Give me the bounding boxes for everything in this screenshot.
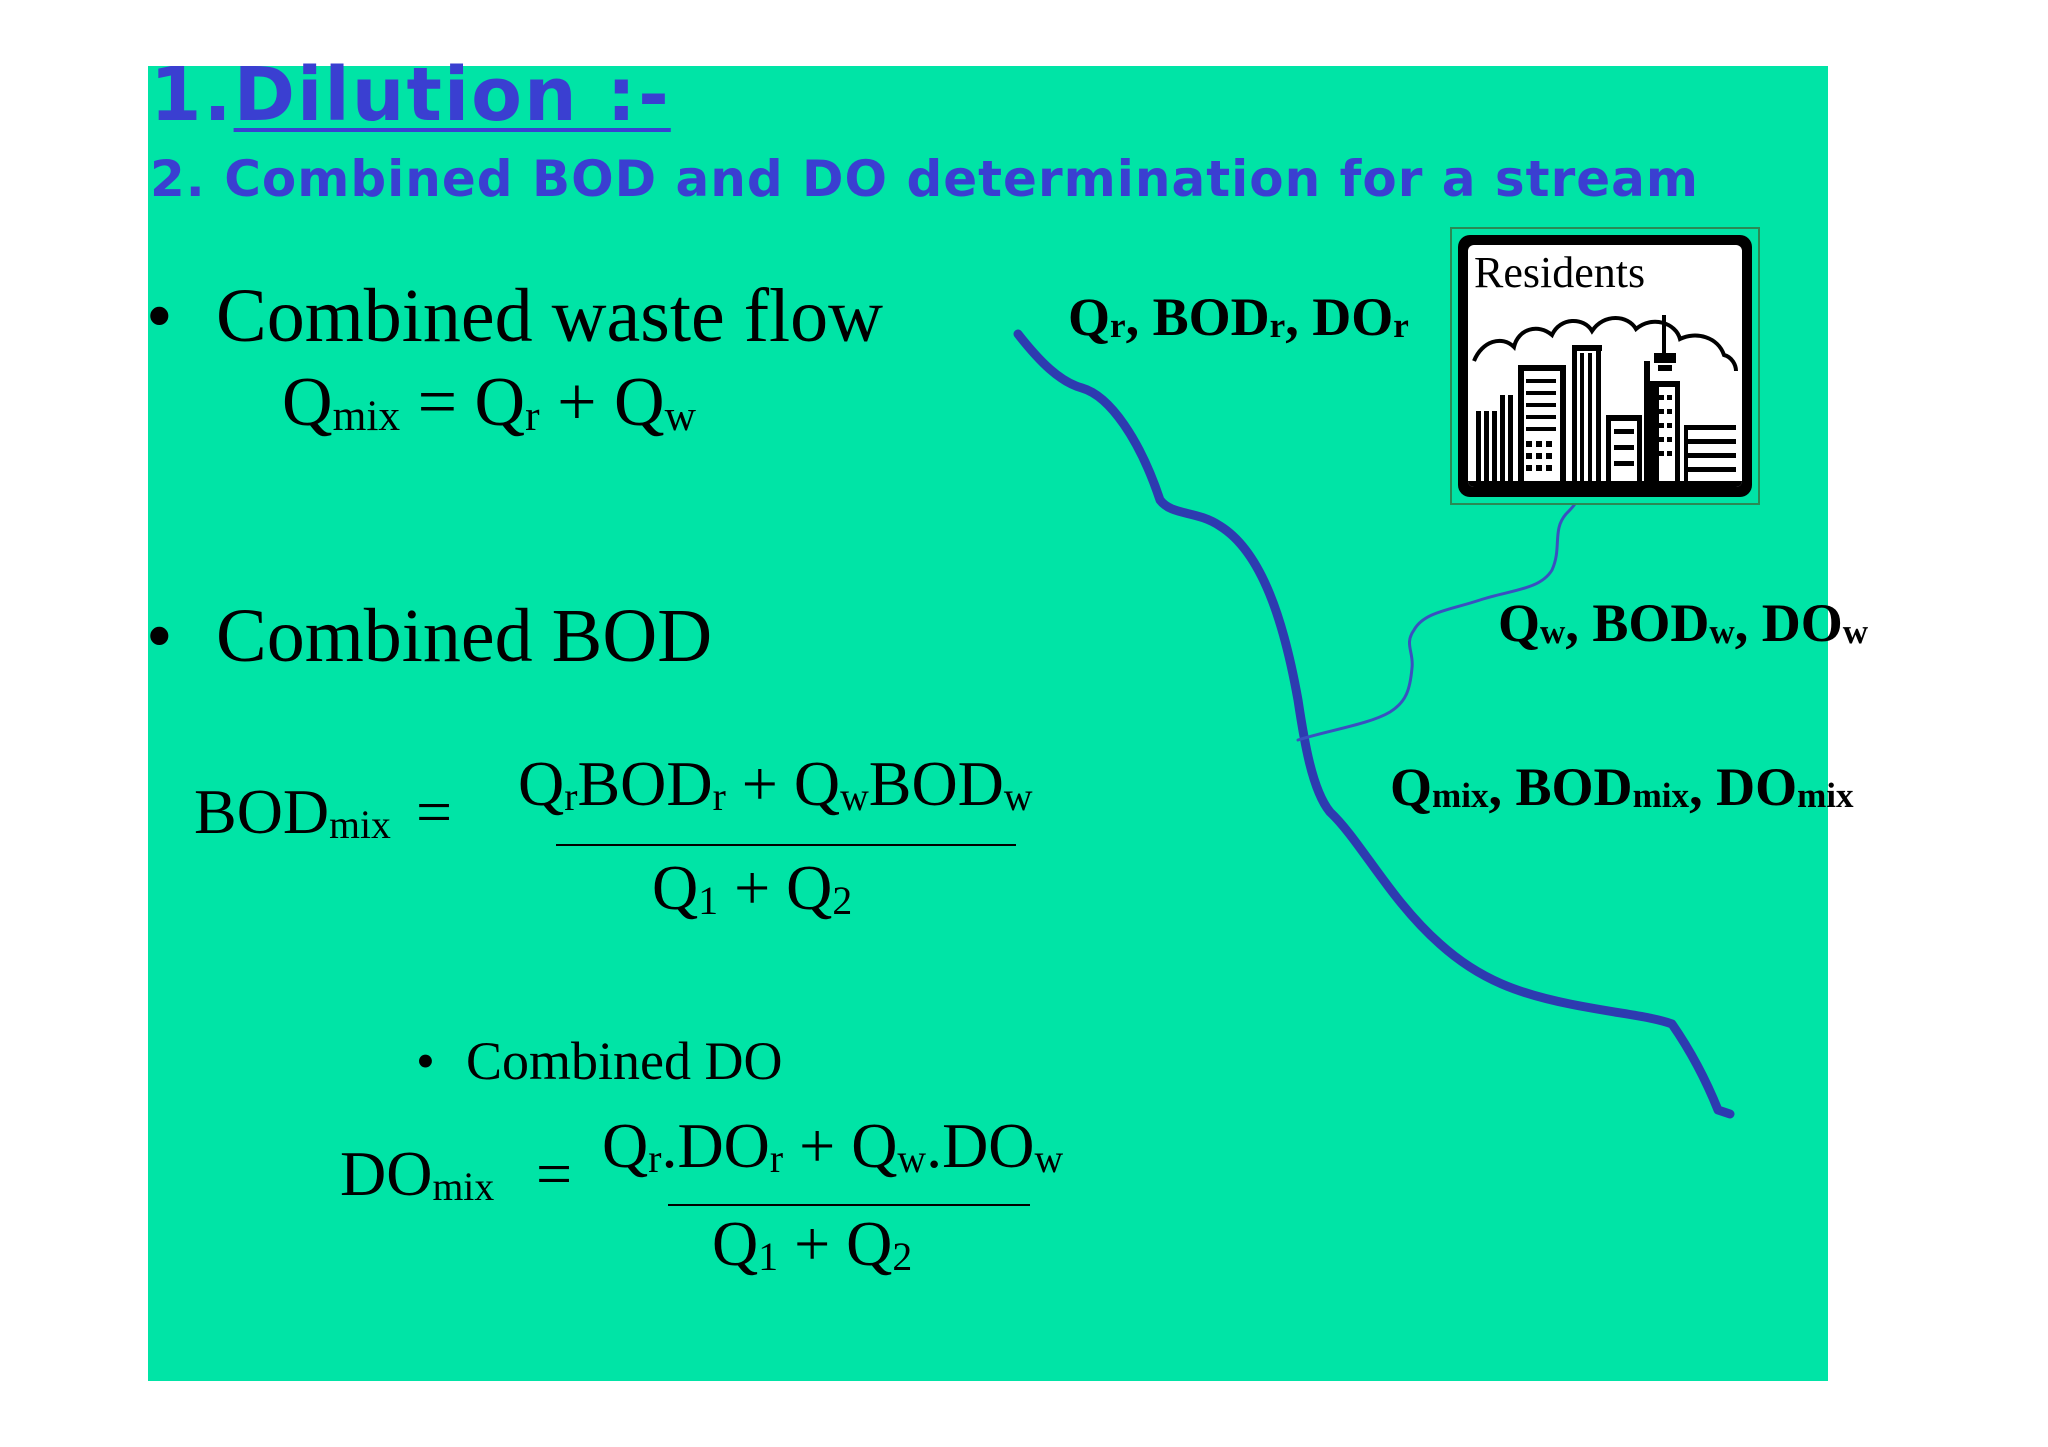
river-line [1013, 329, 1735, 1119]
flow-heading: Combined waste flow [216, 274, 884, 358]
river-flow-label: Qr, BODr, DOr [1068, 287, 1409, 347]
bod-fraction-bar [556, 844, 1016, 846]
do-lhs: DOmix [340, 1138, 495, 1209]
bod-heading: Combined BOD [216, 594, 713, 678]
residents-box: Residents [1450, 227, 1760, 505]
tributary-line [1296, 488, 1580, 742]
do-numerator: Qr.DOr + Qw.DOw [602, 1110, 1064, 1181]
title-number: 1. [150, 52, 234, 138]
slide-subtitle: 2. Combined BOD and DO determination for… [150, 150, 1699, 208]
do-fraction-bar [668, 1204, 1030, 1206]
flow-equation: Qmix = Qr + Qw [282, 364, 696, 441]
bod-numerator: QrBODr + QwBODw [518, 748, 1033, 819]
bullet-combined-flow: •Combined waste flow [146, 274, 884, 358]
do-equals: = [536, 1138, 573, 1209]
do-denominator: Q1 + Q2 [712, 1208, 913, 1279]
mix-flow-label: Qmix, BODmix, DOmix [1390, 757, 1854, 817]
do-heading: Combined DO [466, 1031, 783, 1091]
bod-denominator: Q1 + Q2 [652, 852, 853, 923]
bod-lhs: BODmix [194, 776, 391, 847]
residents-label: Residents [1474, 248, 1646, 297]
bullet-combined-bod: •Combined BOD [146, 594, 713, 678]
city-buildings-icon [1468, 315, 1742, 487]
title-text: Dilution :- [233, 52, 671, 138]
waste-flow-label: Qw, BODw, DOw [1498, 593, 1869, 653]
slide-title: 1.Dilution :- [150, 58, 671, 132]
bullet-combined-do: •Combined DO [416, 1031, 783, 1091]
bod-equals: = [416, 776, 453, 847]
